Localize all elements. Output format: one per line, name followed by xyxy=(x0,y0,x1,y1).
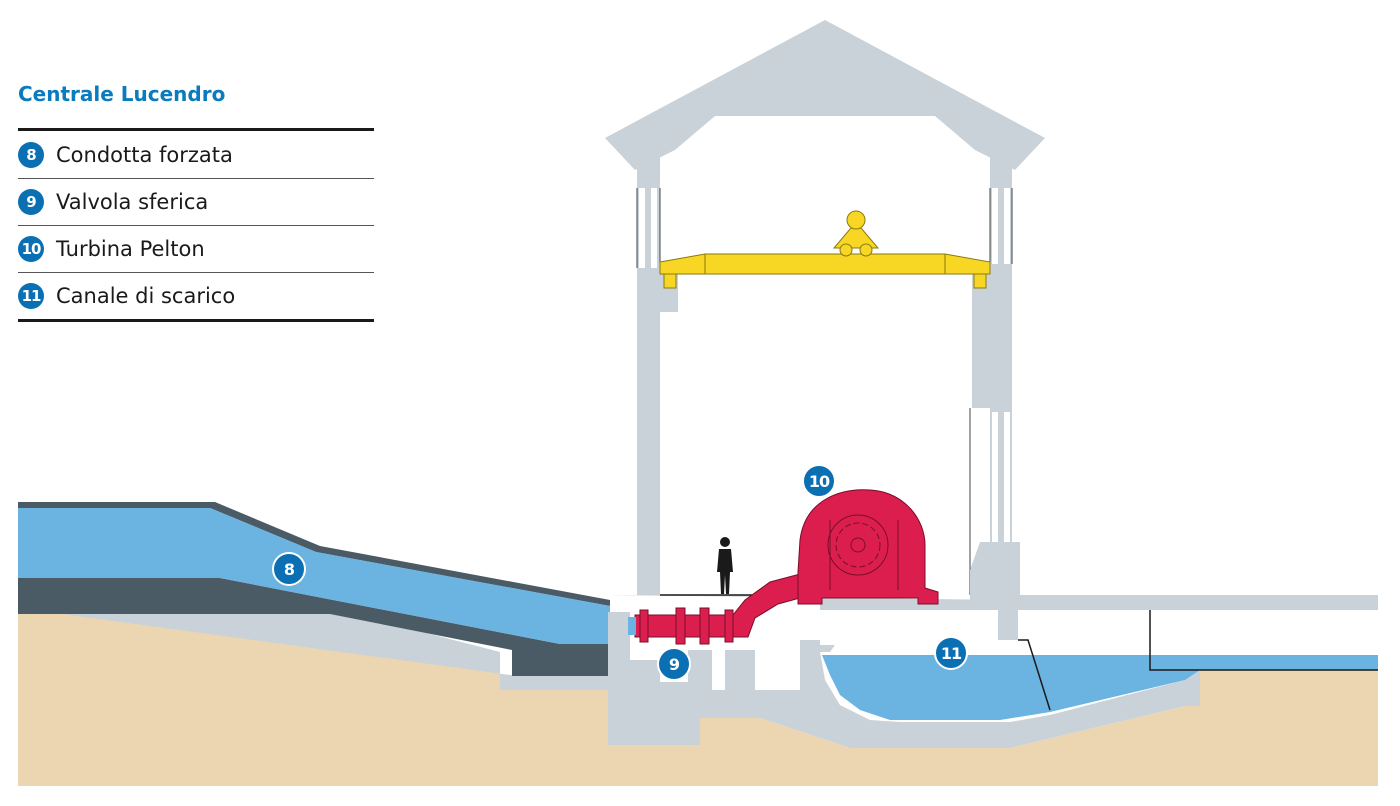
right-wall-line xyxy=(989,188,1013,264)
legend-label: Condotta forzata xyxy=(56,142,233,167)
legend-badge: 11 xyxy=(18,283,44,309)
tailrace-gap xyxy=(1012,610,1378,655)
legend: Centrale Lucendro 8 Condotta forzata 9 V… xyxy=(18,82,374,322)
right-wall-column xyxy=(992,412,998,542)
discharge-line xyxy=(1149,610,1378,671)
rock-layer xyxy=(18,578,608,676)
legend-label: Valvola sferica xyxy=(56,190,209,214)
tailrace-pillar xyxy=(998,608,1018,640)
legend-item: 11 Canale di scarico xyxy=(18,272,374,319)
legend-badge: 8 xyxy=(18,141,44,168)
callout-valve: 9 xyxy=(657,647,691,681)
legend-badge: 10 xyxy=(18,236,44,262)
discharge-line xyxy=(1018,639,1051,711)
valve-assembly xyxy=(628,573,801,645)
left-wall-column xyxy=(639,188,645,268)
right-bracket xyxy=(972,268,990,408)
crane xyxy=(659,210,991,289)
right-wall-column xyxy=(1004,412,1010,542)
legend-item: 9 Valvola sferica xyxy=(18,178,374,225)
right-wall-column xyxy=(1004,188,1010,264)
tailrace-water xyxy=(822,655,1378,720)
ground xyxy=(18,614,1378,786)
legend-item: 8 Condotta forzata xyxy=(18,131,374,178)
callout-turbine: 10 xyxy=(802,464,836,498)
penstock-water xyxy=(18,508,610,644)
callout-tailrace: 11 xyxy=(934,636,968,670)
right-buttress xyxy=(970,542,1020,600)
legend-list: 8 Condotta forzata 9 Valvola sferica 10 … xyxy=(18,128,374,322)
roof xyxy=(605,20,1045,170)
left-wall-line xyxy=(636,188,661,268)
legend-item: 10 Turbina Pelton xyxy=(18,225,374,272)
pelton-turbine xyxy=(797,489,939,605)
legend-title: Centrale Lucendro xyxy=(18,82,226,106)
callout-penstock: 8 xyxy=(272,552,306,586)
right-wall-column xyxy=(992,188,998,264)
penstock-bedding xyxy=(18,608,608,690)
person-silhouette xyxy=(717,537,733,594)
foundation xyxy=(608,595,1378,748)
legend-badge: 9 xyxy=(18,189,44,215)
left-wall-column xyxy=(651,188,657,268)
legend-label: Canale di scarico xyxy=(56,284,236,308)
legend-label: Turbina Pelton xyxy=(56,237,205,261)
